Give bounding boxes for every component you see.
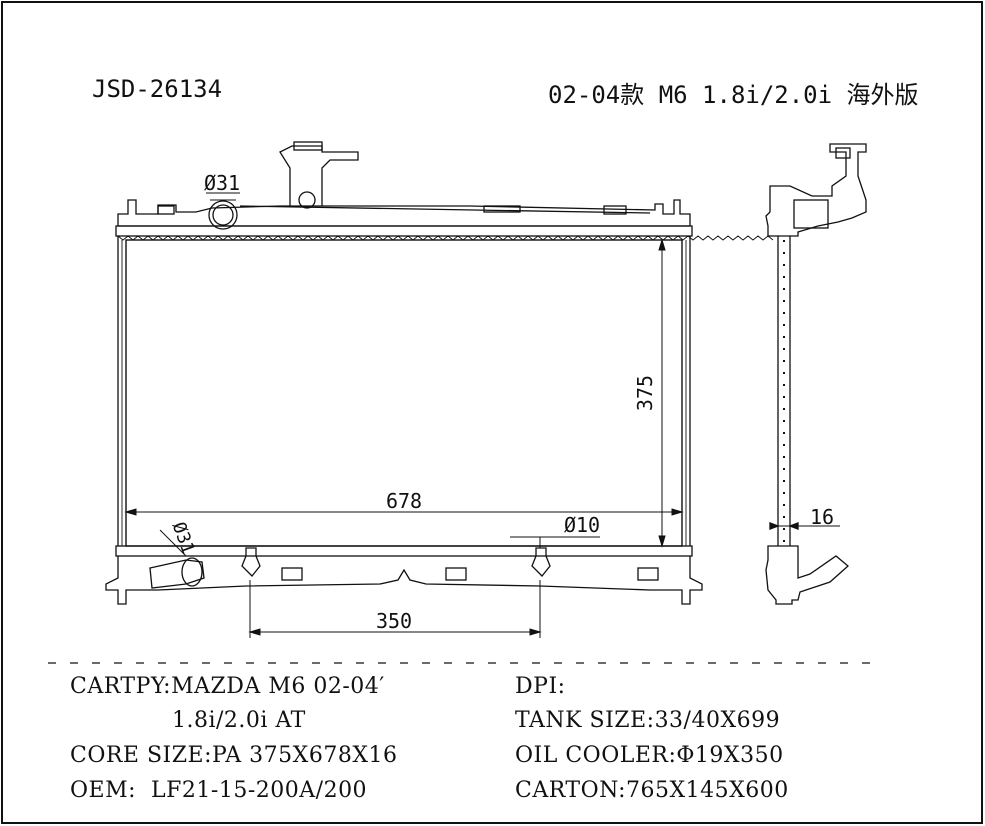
spec-carton-value: 765X145X600 (626, 778, 789, 803)
top-tank-tab (483, 205, 521, 213)
top-tank-slope (239, 205, 651, 214)
dim-width-arrow-right (671, 508, 684, 516)
spec-carton: CARTON:765X145X600 (515, 778, 789, 803)
side-bottom-tank (765, 545, 849, 605)
spec-oil-cooler: OIL COOLER:Φ19X350 (515, 743, 784, 768)
dim-pipe-top-label: Ø31 (204, 171, 240, 195)
dim-height-arrow-bottom (658, 535, 666, 548)
spec-dpi-label: DPI: (515, 674, 566, 699)
radiator-cap (293, 141, 323, 151)
front-view-dimensions (124, 192, 684, 638)
dim-side-arrow-right (788, 522, 799, 530)
dim-pipe-bottom-label: Ø31 (168, 519, 199, 557)
spec-cartype: CARTPY:MAZDA M6 02-04′ (70, 674, 385, 699)
spec-carton-label: CARTON: (515, 778, 626, 803)
spec-oem-value: LF21-15-200A/200 (151, 778, 368, 803)
dim-oil-arrow-right (529, 628, 542, 636)
dim-width-label: 678 (386, 489, 422, 513)
spec-oil-value: Φ19X350 (676, 743, 784, 768)
spec-dpi: DPI: (515, 674, 566, 699)
spec-tank-label: TANK SIZE: (515, 708, 655, 733)
top-inlet-pipe-inner (212, 204, 234, 226)
side-top-tank (765, 143, 867, 237)
spec-cartype-value2: 1.8i/2.0i AT (172, 708, 306, 733)
top-tank-outline (117, 199, 691, 226)
dim-pipe-bottom-leader (159, 529, 187, 557)
side-cap (835, 147, 851, 159)
filler-mount (298, 191, 316, 209)
dim-width-arrow-left (124, 508, 137, 516)
spec-oem-label: OEM: (70, 778, 137, 803)
bottom-tank-tab-2 (445, 567, 467, 581)
bottom-tank-outline (105, 556, 703, 605)
spec-core-size: CORE SIZE:PA 375X678X16 (70, 743, 397, 768)
oil-cooler-fitting-right (531, 547, 551, 577)
dim-oil-spacing-label: 350 (376, 609, 412, 633)
spec-cartype-label: CARTPY: (70, 674, 172, 699)
spec-oil-label: OIL COOLER: (515, 743, 677, 768)
top-tank-bracket-left (157, 205, 175, 215)
bottom-outlet-pipe-end (181, 557, 203, 587)
dim-oil-fitting-label: Ø10 (564, 513, 600, 537)
radiator-front-view (105, 141, 774, 605)
bottom-tank-tab-3 (637, 567, 659, 581)
dim-height-arrow-top (658, 238, 666, 251)
bottom-header-plate (115, 545, 693, 557)
spec-core-value: PA 375X678X16 (212, 743, 398, 768)
dim-oil-arrow-left (248, 628, 261, 636)
top-tank-bracket-right (603, 205, 627, 215)
filler-neck (279, 145, 359, 206)
top-inlet-pipe (208, 200, 238, 230)
radiator-side-view (765, 143, 867, 605)
dim-side-arrow-left (769, 522, 780, 530)
top-header-plate (115, 225, 693, 237)
oil-cooler-fitting-left (241, 547, 261, 577)
dim-side-label: 16 (810, 505, 834, 529)
spec-tank-value: 33/40X699 (654, 708, 781, 733)
bottom-tank-tab-1 (281, 567, 303, 581)
bottom-outlet-pipe (149, 559, 205, 589)
model-title: 02-04款 M6 1.8i/2.0i 海外版 (548, 81, 919, 109)
spec-tank-size: TANK SIZE:33/40X699 (515, 708, 780, 733)
part-number: JSD-26134 (92, 75, 223, 103)
side-top-inlet (793, 199, 829, 229)
spec-oem: OEM: LF21-15-200A/200 (70, 778, 367, 803)
spec-cartype-value: MAZDA M6 02-04′ (171, 674, 385, 699)
dim-height-label: 375 (633, 375, 657, 411)
spec-core-label: CORE SIZE: (70, 743, 213, 768)
